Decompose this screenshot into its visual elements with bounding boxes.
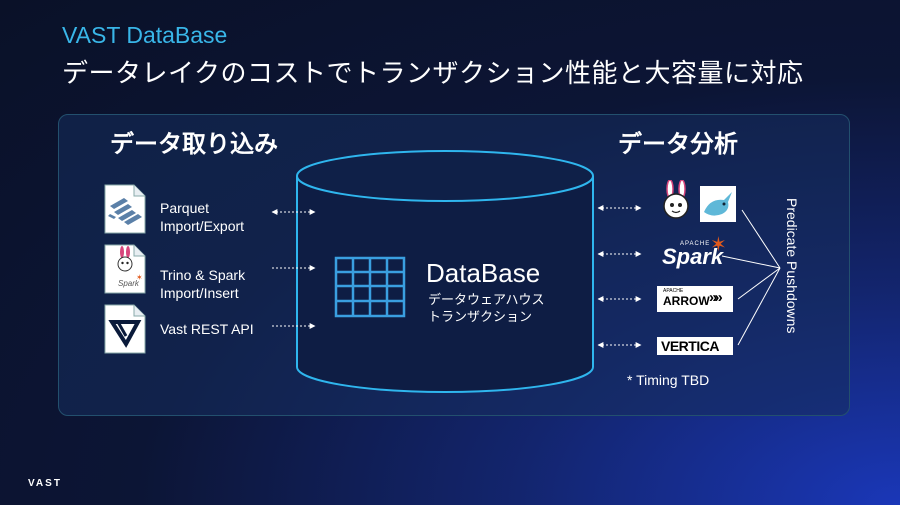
- database-description: データウェアハウス トランザクション: [428, 293, 545, 325]
- page-subtitle: データレイクのコストでトランザクション性能と大容量に対応: [62, 59, 804, 89]
- spark-logo: APACHE Spark ✶: [662, 232, 727, 269]
- source-label-parquet: Parquet Import/Export: [160, 200, 245, 234]
- pushdown-connectors: [721, 209, 781, 346]
- timing-note: * Timing TBD: [627, 372, 710, 388]
- parquet-file-icon: [104, 184, 146, 234]
- vertica-logo: VERTICA: [657, 337, 733, 355]
- database-title: DataBase: [426, 258, 541, 288]
- ingest-heading: データ取り込み: [110, 130, 278, 158]
- source-label-trino-spark: Trino & Spark Import/Insert: [160, 267, 246, 301]
- arrow-logo: APACHE ARROW »»: [657, 286, 733, 312]
- source-label-rest-api: Vast REST API: [160, 321, 254, 337]
- database-cylinder: [296, 150, 594, 393]
- spark-star-icon: ✶: [710, 232, 727, 256]
- trino-spark-file-icon: Spark ✶: [104, 244, 146, 294]
- svg-text:✶: ✶: [136, 273, 143, 282]
- arrow-chevrons-icon: »»: [709, 289, 723, 306]
- analysis-heading: データ分析: [618, 130, 738, 158]
- presto-logo: [700, 186, 736, 222]
- predicate-pushdowns-label: Predicate Pushdowns: [784, 198, 800, 334]
- page-title: VAST DataBase: [62, 22, 228, 48]
- vast-file-icon: [104, 304, 146, 354]
- footer-logo: VAST: [28, 478, 62, 489]
- table-grid-icon: [334, 256, 406, 318]
- svg-text:Spark: Spark: [118, 279, 140, 288]
- trino-logo: [663, 180, 689, 219]
